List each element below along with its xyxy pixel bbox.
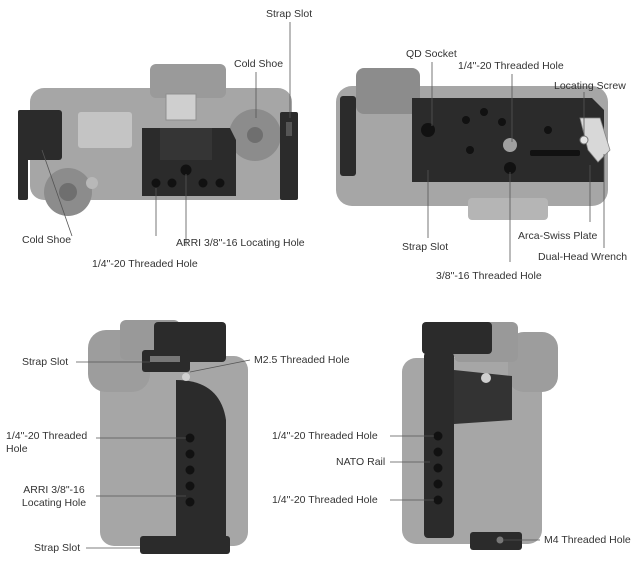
label-left-strap-slot-bottom: Strap Slot: [34, 542, 81, 554]
camera-top-hump: [150, 64, 226, 98]
right-side-view: [390, 322, 558, 550]
label-right-threaded-top: 1/4"-20 Threaded Hole: [272, 430, 378, 442]
label-bottom-strap-slot: Strap Slot: [402, 241, 449, 253]
label-bottom-arca: Arca-Swiss Plate: [518, 230, 598, 242]
right-cage-base: [470, 532, 522, 550]
camera-bottom-lens: [468, 198, 548, 220]
quarter-twenty-hole: [503, 138, 517, 152]
top-view: [18, 22, 298, 246]
label-left-arri: ARRI 3/8"-16 Locating Hole: [21, 484, 87, 509]
camera-hot-shoe: [165, 93, 197, 121]
label-top-cold-shoe-right: Cold Shoe: [234, 58, 284, 70]
label-top-arri: ARRI 3/8"-16 Locating Hole: [176, 237, 305, 249]
three-eighths-hole: [504, 162, 516, 174]
label-bottom-threaded: 1/4"-20 Threaded Hole: [458, 60, 564, 72]
label-left-threaded: 1/4"-20 Threaded Hole: [6, 430, 88, 455]
label-left-m25: M2.5 Threaded Hole: [254, 354, 350, 366]
right-cage-nato: [424, 352, 454, 538]
bottom-view: [336, 62, 611, 262]
cage-cold-shoe-left: [20, 110, 62, 160]
cage-top-lug: [160, 128, 212, 160]
left-m25-hole: [182, 373, 190, 381]
right-m4-hole: [496, 536, 504, 544]
label-right-threaded-bottom: 1/4"-20 Threaded Hole: [272, 494, 378, 506]
top-arri-hole: [180, 164, 192, 176]
cage-bottom-left-edge: [340, 96, 356, 176]
left-strap-slot-bottom: [140, 536, 230, 554]
camera-right-lens: [508, 332, 558, 392]
label-right-m4: M4 Threaded Hole: [544, 534, 631, 546]
qd-socket: [421, 123, 435, 137]
label-top-strap-slot: Strap Slot: [266, 8, 313, 20]
right-cage-top: [422, 322, 492, 354]
locating-screw: [579, 135, 589, 145]
label-right-nato: NATO Rail: [336, 456, 386, 468]
cage-right-side: [280, 112, 298, 200]
camera-bottom-grip: [356, 68, 420, 114]
label-bottom-wrench: Dual-Head Wrench: [538, 251, 628, 263]
label-bottom-locating-screw: Locating Screw: [554, 80, 626, 92]
label-top-threaded: 1/4"-20 Threaded Hole: [92, 258, 198, 270]
label-left-strap-slot-top: Strap Slot: [22, 356, 69, 368]
cage-left-strip: [18, 110, 28, 200]
camera-top-lcd: [78, 112, 132, 148]
label-top-cold-shoe-left: Cold Shoe: [22, 234, 72, 246]
left-side-view: [76, 320, 251, 554]
label-bottom-38: 3/8"-16 Threaded Hole: [436, 270, 542, 282]
left-cage-grip: [176, 380, 226, 536]
label-bottom-qd-socket: QD Socket: [406, 48, 457, 60]
strap-slot-top-view: [286, 122, 292, 136]
right-cage-side-plate: [454, 370, 512, 424]
